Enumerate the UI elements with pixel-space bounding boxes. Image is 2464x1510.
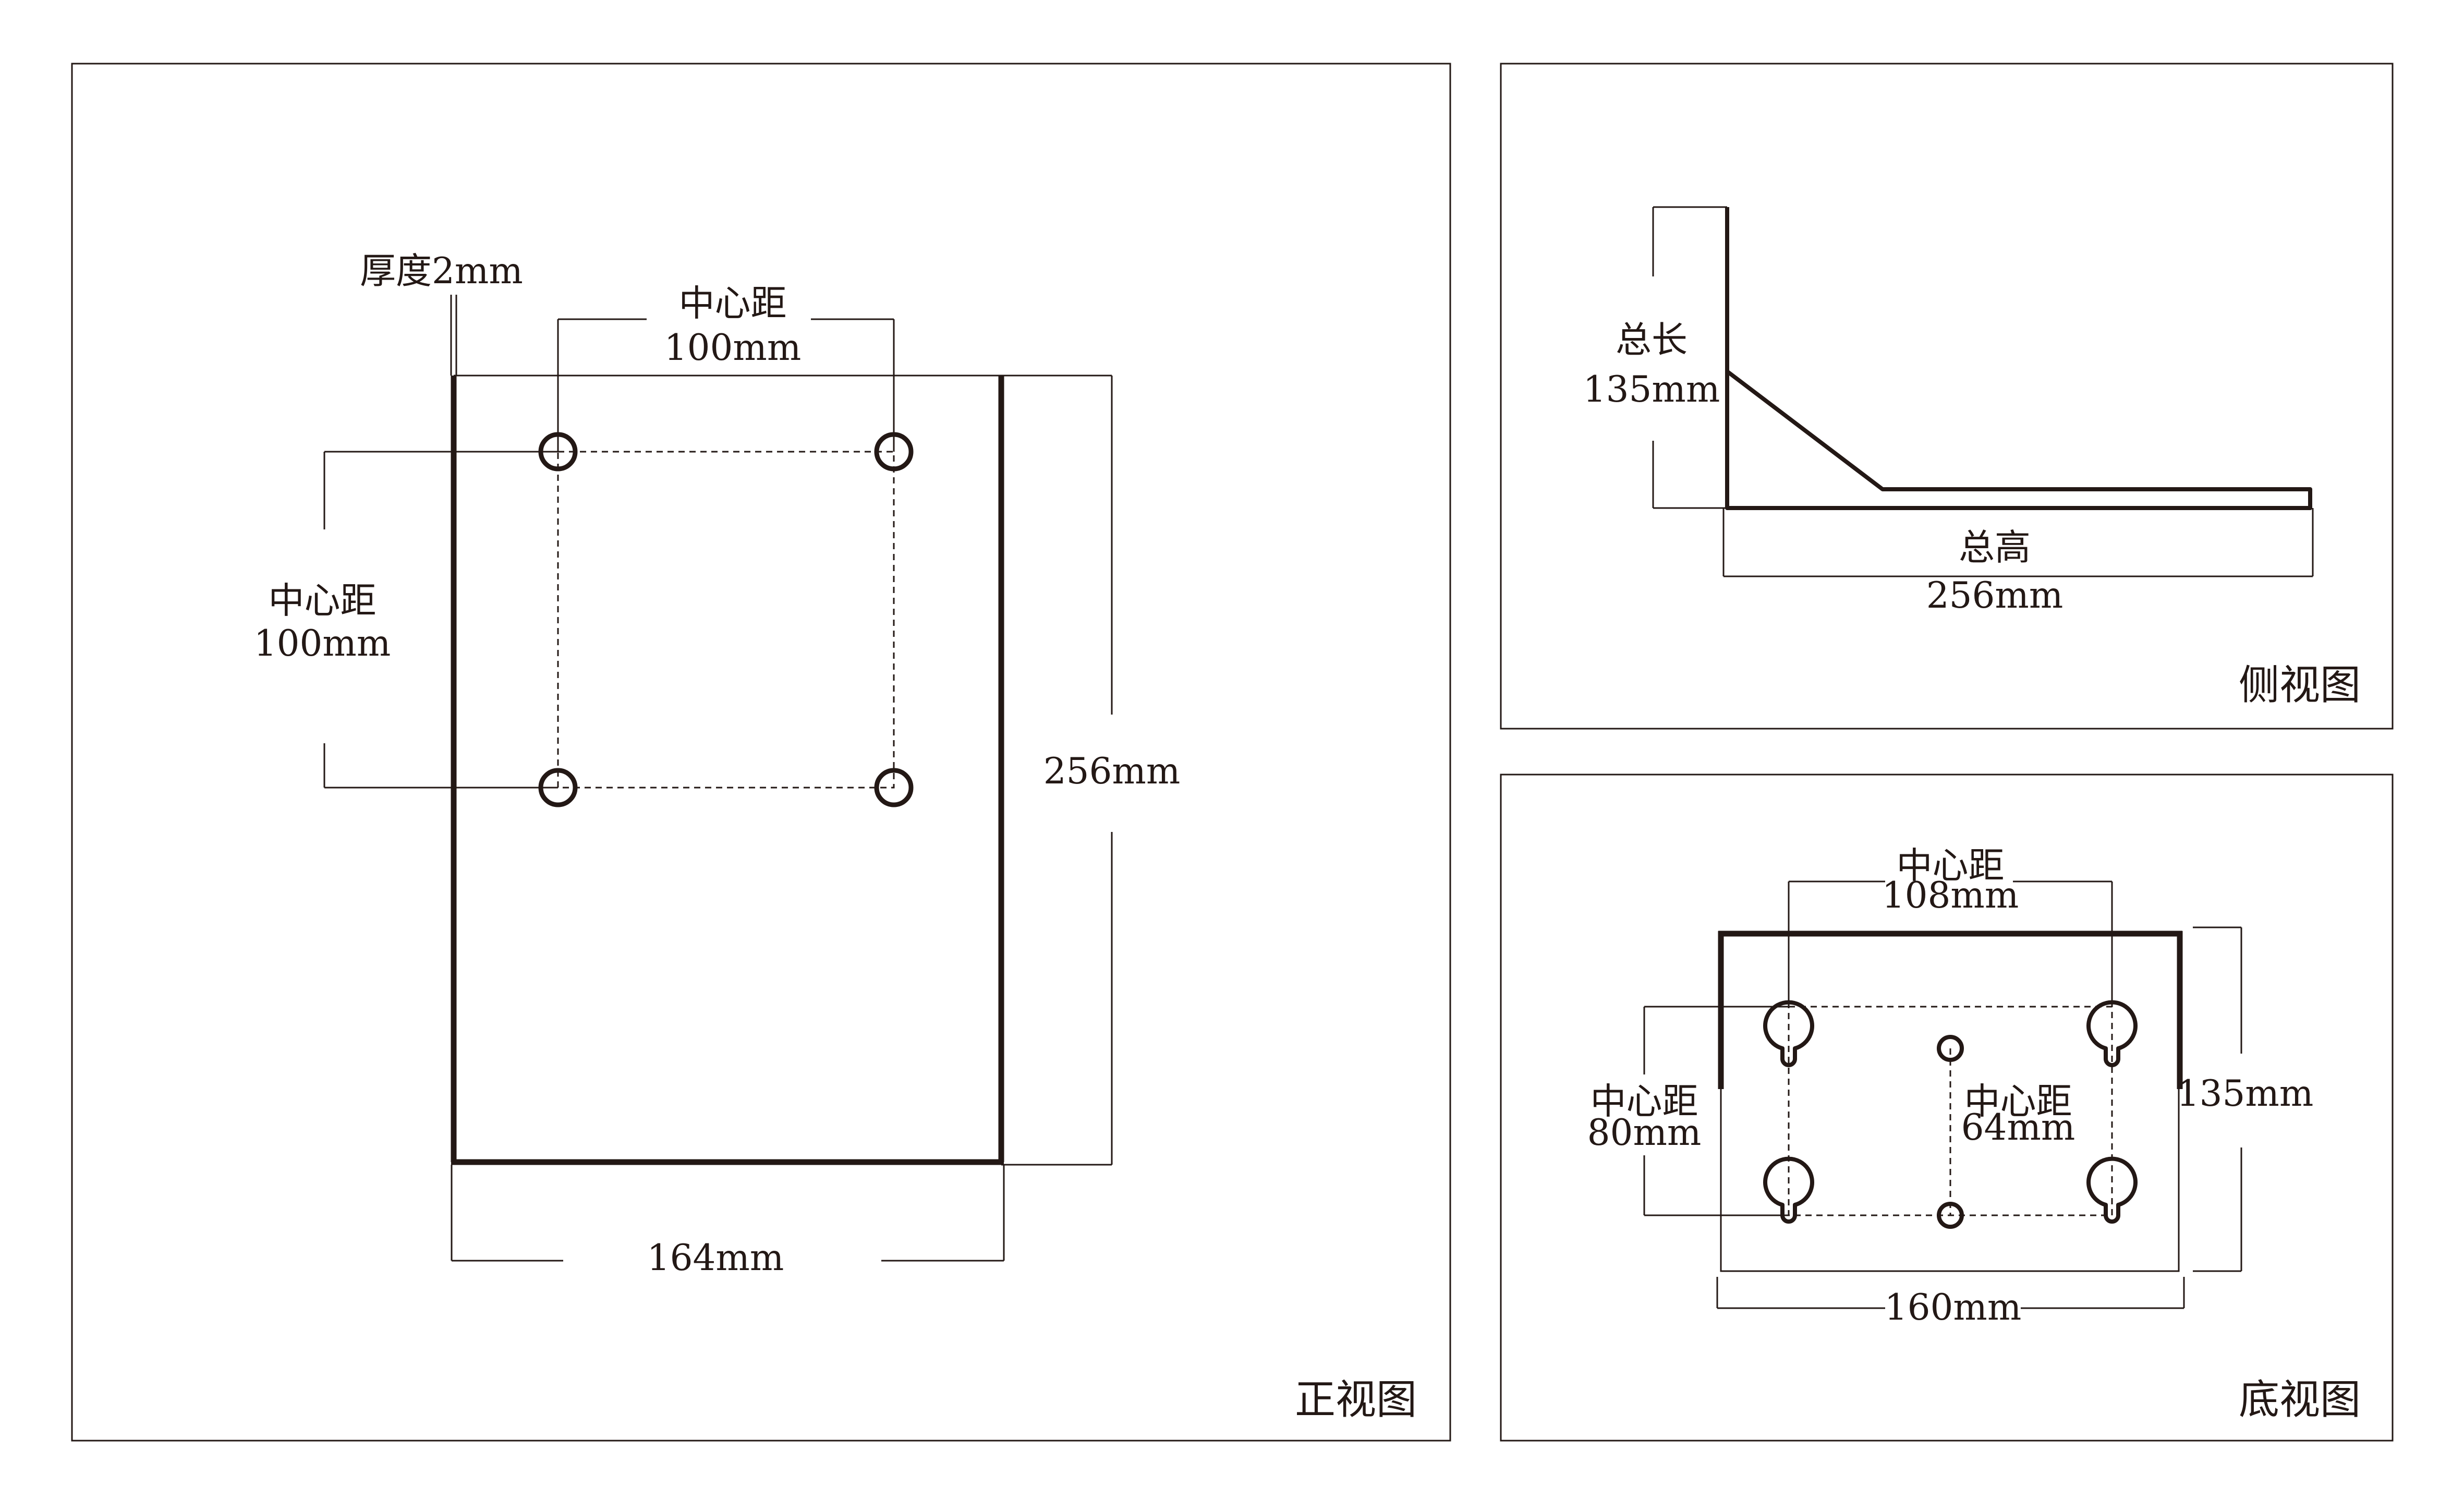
front-left-spacing-name: 中心距 (269, 580, 377, 622)
thickness-label: 厚度2mm (360, 250, 523, 292)
side-view-title: 侧视图 (2239, 662, 2361, 709)
bottom-left-spacing-dimension (1643, 1006, 1789, 1216)
front-left-spacing-dimension (323, 451, 558, 789)
bottom-left-spacing-name: 中心距 (1591, 1081, 1698, 1122)
side-length-value: 135mm (1583, 369, 1720, 410)
round-hole (1937, 1035, 1964, 1062)
side-height-dimension (1722, 508, 2314, 577)
bottom-center-spacing-value: 64mm (1961, 1107, 2075, 1149)
bottom-width-dimension (1716, 1277, 2185, 1309)
keyhole-slot (2086, 1156, 2138, 1224)
side-length-dimension (1652, 206, 1727, 509)
mounting-hole (874, 768, 914, 807)
side-view-panel: 总长 135mm 总高 256mm 侧视图 (1500, 63, 2394, 730)
front-height-dimension (1001, 375, 1113, 1166)
side-height-value: 256mm (1926, 575, 2064, 617)
keyhole-slot (2086, 1000, 2138, 1067)
keyhole-slot (1763, 1156, 1814, 1224)
front-view-panel: 厚度2mm 中心距 100mm 中心距 100mm (71, 63, 1451, 1442)
bottom-view-title: 底视图 (2239, 1376, 2361, 1423)
front-left-spacing-value: 100mm (254, 623, 391, 665)
bottom-view-panel: 中心距 108mm 中心距 80mm 中心距 64mm 135mm (1500, 774, 2394, 1442)
front-top-spacing-name: 中心距 (679, 283, 787, 324)
side-length-name: 总长 (1616, 319, 1688, 361)
front-view-title: 正视图 (1295, 1376, 1417, 1423)
front-hole-pattern (557, 451, 895, 789)
bottom-top-spacing-name: 中心距 (1897, 845, 2005, 887)
bottom-top-spacing-value: 108mm (1882, 875, 2019, 916)
side-bracket-profile (1725, 207, 2312, 510)
side-view-frame (1500, 63, 2394, 730)
bottom-width-label: 160mm (1885, 1287, 2022, 1328)
bottom-plate (1718, 931, 2183, 1272)
front-top-spacing-dimension (557, 318, 895, 452)
bottom-depth-label: 135mm (2177, 1073, 2314, 1115)
front-plate (451, 375, 1004, 1165)
thickness-leader (450, 295, 457, 376)
bottom-center-spacing-name: 中心距 (1964, 1081, 2072, 1122)
front-view-frame (71, 63, 1451, 1442)
front-width-dimension (451, 1165, 1005, 1262)
bottom-view-frame (1500, 774, 2394, 1442)
front-width-label: 164mm (647, 1237, 784, 1279)
round-hole (1937, 1202, 1964, 1229)
keyhole-slot (1763, 1000, 1814, 1067)
bottom-left-spacing-value: 80mm (1587, 1112, 1702, 1154)
side-height-name: 总高 (1959, 527, 2031, 569)
bottom-depth-dimension (2193, 926, 2242, 1272)
front-height-label: 256mm (1043, 751, 1181, 792)
front-top-spacing-value: 100mm (664, 327, 802, 369)
bottom-top-spacing-dimension (1788, 880, 2113, 1007)
